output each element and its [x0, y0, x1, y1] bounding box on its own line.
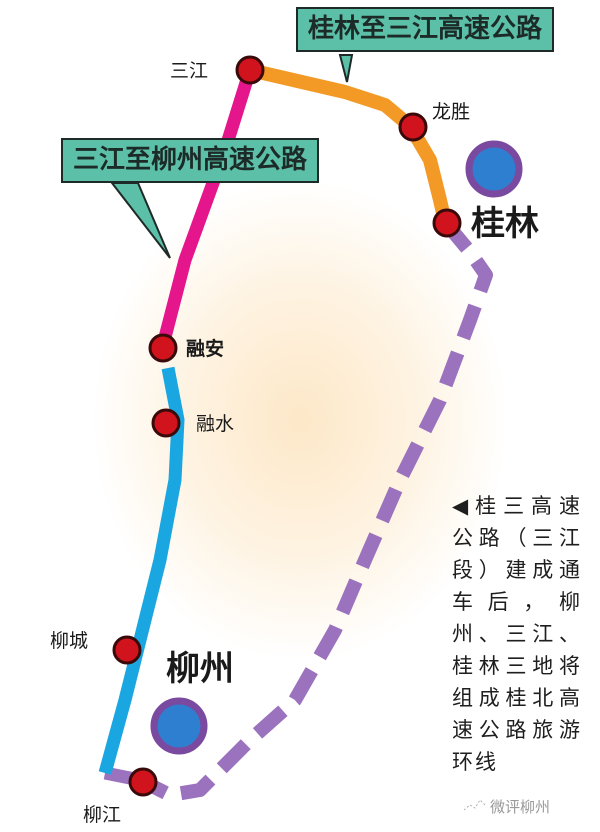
- label-sanjiang: 三江: [170, 60, 209, 82]
- label-rongan: 融安: [186, 338, 225, 360]
- label-rongshui: 融水: [196, 413, 235, 435]
- label-liucheng: 柳城: [50, 630, 89, 652]
- guilin-city-circle: [465, 140, 523, 198]
- callout-tail-left: [109, 182, 171, 259]
- station-liucheng: [112, 635, 142, 665]
- guilin-liuzhou-dashed-route: [136, 217, 493, 802]
- label-liujiang: 柳江: [83, 804, 122, 826]
- callout-guilin-sanjiang-highway: 桂林至三江高速公路: [296, 7, 555, 52]
- station-sanjiang: [235, 55, 265, 85]
- callout-sanjiang-liuzhou-highway: 三江至柳州高速公路: [61, 138, 320, 183]
- label-longsheng: 龙胜: [432, 101, 471, 123]
- watermark-text: 微评柳州: [490, 798, 551, 816]
- liuzhou-city-circle: [150, 697, 208, 755]
- station-longsheng: [398, 112, 428, 142]
- watermark-icon: [463, 799, 487, 811]
- station-rongan: [148, 333, 178, 363]
- label-liuzhou: 柳州: [166, 649, 234, 689]
- sanjiang-rongan-route: [156, 68, 257, 347]
- station-liujiang: [128, 767, 158, 797]
- station-guilin: [432, 208, 462, 238]
- callout-tail-top: [338, 54, 354, 83]
- loop-description-note: ◀桂三高速公路（三江段）建成通车后，柳州、三江、桂林三地将组成桂北高速公路旅游环…: [452, 494, 582, 774]
- station-rongshui: [151, 408, 181, 438]
- label-guilin: 桂林: [471, 204, 539, 244]
